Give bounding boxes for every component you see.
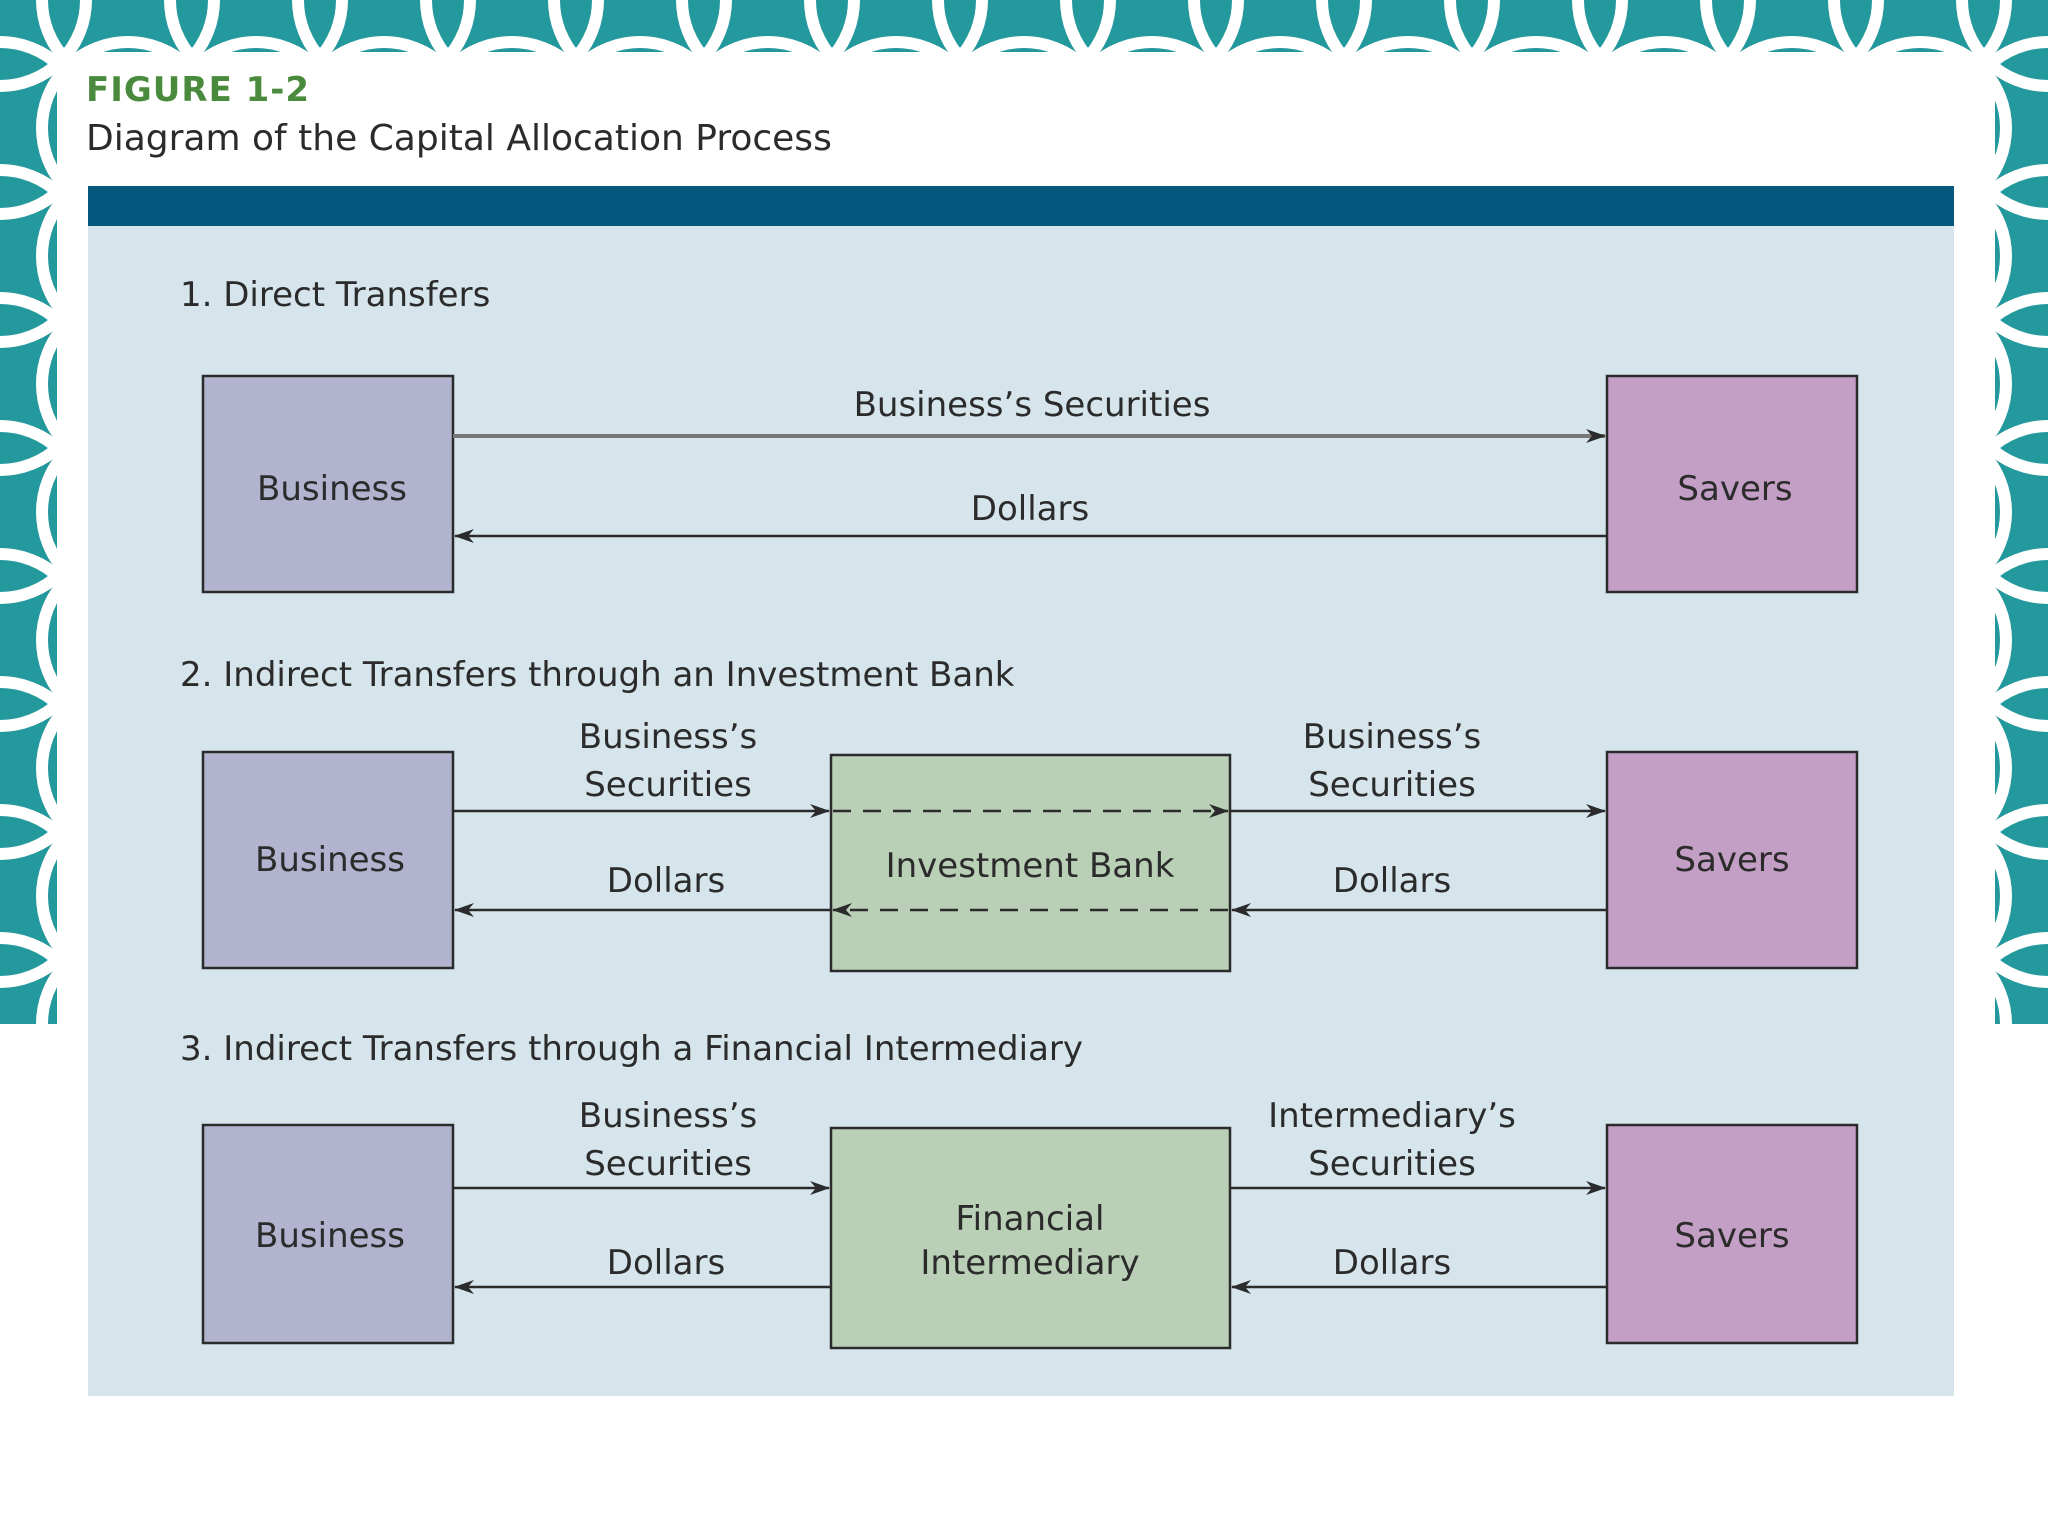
- investment-bank-box: [829, 753, 1232, 973]
- financial-intermediary-box: [829, 1126, 1232, 1350]
- financial-intermediary-label-line2: Intermediary: [920, 1243, 1139, 1283]
- intermediary-securities-label-line1: Intermediary’s: [1268, 1096, 1516, 1136]
- savers-box: [1605, 1123, 1859, 1345]
- savers-box-label: Savers: [1674, 840, 1789, 880]
- business-box-label: Business: [255, 840, 405, 880]
- section-title: 3. Indirect Transfers through a Financia…: [180, 1029, 1083, 1069]
- savers-box-label: Savers: [1677, 469, 1792, 509]
- securities-flow-label-line1: Business’s: [1303, 717, 1481, 757]
- financial-intermediary-label-line1: Financial: [956, 1199, 1105, 1239]
- dollars-flow-label: Dollars: [971, 489, 1089, 529]
- securities-flow-label: Business’s Securities: [854, 385, 1211, 425]
- intermediary-securities-label-line2: Securities: [1308, 1144, 1476, 1184]
- securities-flow-label-line1: Business’s: [579, 717, 757, 757]
- figure-header-bar: [88, 186, 1954, 226]
- securities-flow-label-line2: Securities: [1308, 765, 1476, 805]
- figure-number-label: FIGURE 1-2: [86, 70, 311, 110]
- savers-box-label: Savers: [1674, 1216, 1789, 1256]
- savers-box: [1605, 374, 1859, 594]
- section-financial-intermediary: 3. Indirect Transfers through a Financia…: [180, 1029, 1859, 1350]
- securities-flow-label-line2: Securities: [584, 765, 752, 805]
- savers-box: [1605, 750, 1859, 970]
- section-title: 2. Indirect Transfers through an Investm…: [180, 655, 1015, 695]
- business-box: [201, 750, 455, 970]
- business-box: [201, 1123, 455, 1345]
- section-title: 1. Direct Transfers: [180, 275, 490, 315]
- section-direct-transfers: 1. Direct Transfers Business Savers Busi…: [180, 275, 1859, 594]
- business-box-label: Business: [255, 1216, 405, 1256]
- investment-bank-label: Investment Bank: [886, 846, 1175, 886]
- dollars-flow-label: Dollars: [607, 1243, 725, 1283]
- section-investment-bank: 2. Indirect Transfers through an Investm…: [180, 655, 1859, 973]
- securities-flow-label-line1: Business’s: [579, 1096, 757, 1136]
- dollars-flow-label: Dollars: [1333, 861, 1451, 901]
- business-box: [201, 374, 455, 594]
- figure-title: Diagram of the Capital Allocation Proces…: [86, 118, 832, 159]
- business-box-label: Business: [257, 469, 407, 509]
- dollars-flow-label: Dollars: [1333, 1243, 1451, 1283]
- securities-flow-label-line2: Securities: [584, 1144, 752, 1184]
- dollars-flow-label: Dollars: [607, 861, 725, 901]
